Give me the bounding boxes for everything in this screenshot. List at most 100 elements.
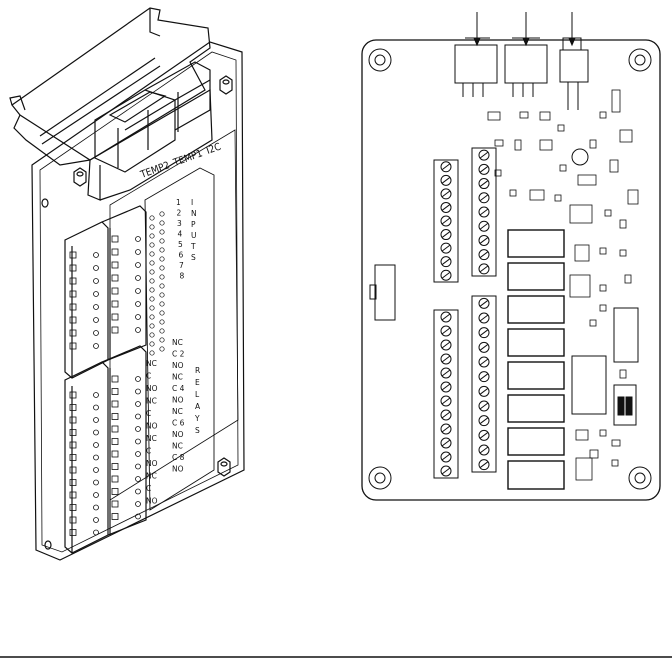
smd-part <box>557 124 565 132</box>
terminal-screw <box>478 429 490 441</box>
header-pin <box>159 310 165 316</box>
screw-slot <box>479 387 489 395</box>
terminal-block <box>471 295 497 473</box>
terminal-wire-hole <box>93 404 99 411</box>
header-pin <box>159 211 165 217</box>
pcb-terminal-blocks <box>433 147 497 479</box>
screw-slot <box>441 439 451 447</box>
terminal-wire-hole <box>135 327 141 333</box>
terminal-wire-hole <box>135 451 141 457</box>
terminal-screw <box>478 341 490 353</box>
input-number: 4 <box>178 230 183 239</box>
terminal-screw <box>69 316 77 324</box>
screw-slot <box>441 217 451 225</box>
header-pin <box>159 247 165 253</box>
inputs-letter: P <box>191 220 196 229</box>
terminal-wire-hole <box>93 442 99 448</box>
relay-pin-label: C 8 <box>172 453 185 462</box>
terminal-wire-hole <box>93 429 99 436</box>
screw-slot <box>479 461 489 469</box>
mounting-bracket <box>9 7 211 201</box>
screw-slot <box>479 222 489 230</box>
screw-slot <box>479 165 489 173</box>
smd-part <box>589 449 599 459</box>
terminal-screw <box>440 381 452 393</box>
terminal-screw <box>69 466 77 474</box>
relay <box>507 361 565 390</box>
pointer-arrows <box>473 12 576 47</box>
header-pin <box>149 269 155 275</box>
input-number: 7 <box>179 261 184 270</box>
smd-part <box>574 244 590 262</box>
header-pin <box>159 274 165 280</box>
smd-part <box>599 429 607 437</box>
corner-holes <box>368 48 652 490</box>
relay <box>507 295 565 324</box>
header-pin <box>149 251 155 257</box>
input-number: 2 <box>177 209 182 218</box>
terminal-screw <box>478 371 490 383</box>
mounting-hole-left <box>41 198 49 208</box>
smd-part <box>589 139 597 149</box>
terminal-wire-hole <box>93 343 99 349</box>
terminal-screw <box>478 327 490 339</box>
relay-left-pin-label: NO <box>146 459 158 468</box>
terminal-screw <box>69 290 77 298</box>
terminal-screw <box>440 161 452 173</box>
relays-letter: S <box>195 426 200 435</box>
terminal-screw <box>478 163 490 175</box>
header-pin <box>149 296 155 302</box>
screw-slot <box>441 271 451 279</box>
terminal-wire-hole <box>135 401 141 407</box>
terminal-wire-hole <box>135 262 141 268</box>
smd-part <box>575 429 589 441</box>
terminal-wire-hole <box>135 476 141 482</box>
pcb-top-view <box>361 12 661 501</box>
connector-label-i2c: I2C <box>205 142 223 157</box>
terminal-wire-hole <box>135 413 141 420</box>
screw-slot <box>441 244 451 252</box>
header-pin <box>149 224 155 230</box>
relays-letter: E <box>195 378 200 387</box>
screw-slot <box>479 373 489 381</box>
terminal-screw <box>440 395 452 407</box>
smd-part <box>619 129 633 143</box>
terminal-screw <box>111 400 119 408</box>
terminal-block-bottom-left <box>64 361 109 554</box>
header-pin <box>159 292 165 298</box>
smd-part <box>554 194 562 202</box>
smd-part <box>619 369 627 379</box>
screw-slot <box>479 208 489 216</box>
terminal-screw <box>440 465 452 477</box>
smd-part <box>611 89 621 113</box>
screw-slot <box>441 190 451 198</box>
smd-part <box>627 189 639 205</box>
smd-part <box>569 274 591 298</box>
terminal-screw <box>69 504 77 511</box>
input-number: 8 <box>180 272 185 281</box>
terminal-screw <box>69 441 77 449</box>
terminal-wire-hole <box>135 463 141 470</box>
smd-part <box>569 204 593 224</box>
terminal-screw <box>111 450 119 458</box>
terminal-wire-hole <box>135 488 141 495</box>
relay-left-pin-label: NO <box>146 497 158 506</box>
terminal-screw <box>111 425 119 433</box>
header-pin <box>159 238 165 244</box>
terminal-screw <box>478 192 490 204</box>
header-pin <box>149 287 155 293</box>
terminal-screw <box>440 174 452 186</box>
screw-slot <box>479 180 489 187</box>
screw-slot <box>441 163 451 171</box>
header-pin <box>149 314 155 320</box>
terminal-block <box>471 147 497 277</box>
relay-left-pin-label: NO <box>146 384 158 393</box>
terminal-screw <box>478 415 490 427</box>
terminal-screw <box>440 229 452 241</box>
terminal-screw <box>69 429 77 436</box>
terminal-wire-hole <box>93 479 99 486</box>
